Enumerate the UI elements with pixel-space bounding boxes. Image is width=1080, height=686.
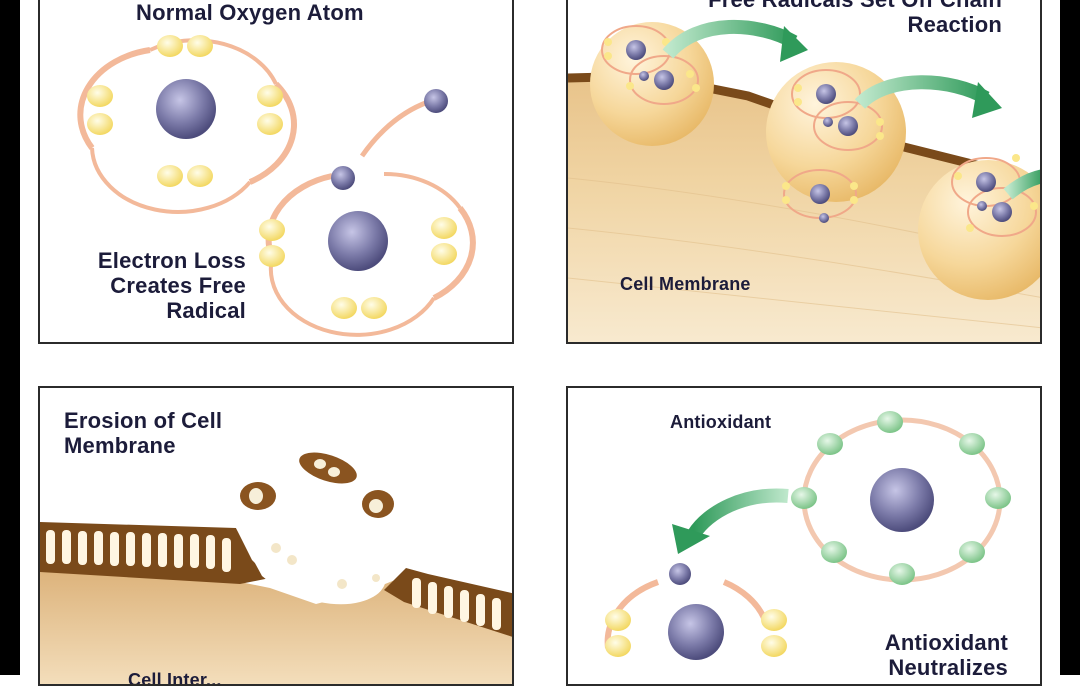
cell-sphere-icon — [590, 22, 714, 146]
left-border-gap — [20, 0, 26, 675]
green-arrow-icon — [1003, 169, 1040, 200]
free-radical-atom — [259, 166, 476, 337]
green-arrow-icon — [688, 488, 789, 539]
panel-title: Antioxidant — [670, 412, 772, 432]
nucleus-icon — [870, 468, 934, 532]
electron-icon — [87, 35, 283, 187]
nucleus-icon — [668, 604, 724, 660]
panel-caption: Electron Loss Creates Free Radical — [97, 248, 246, 323]
normal-atom — [77, 35, 297, 214]
membrane-label: Cell Membrane — [620, 274, 751, 294]
green-arrow-head — [780, 26, 808, 62]
electron-trail — [359, 99, 429, 158]
left-border — [0, 0, 20, 675]
green-arrow-head — [972, 82, 1002, 118]
electron-icon — [604, 38, 1038, 232]
free-electron-icon — [424, 89, 448, 113]
panel-antioxidant: Antioxidant Antioxidant Neutralizes — [566, 386, 1042, 686]
green-arrow-icon — [662, 19, 798, 59]
panel-normal-oxygen-atom: Normal Oxygen Atom Electron Loss Creates… — [38, 0, 514, 344]
membrane-hole — [236, 518, 386, 605]
membrane-label: Cell Inter... — [128, 670, 222, 686]
electron-icon — [791, 411, 1011, 585]
neutralized-atom — [604, 563, 787, 660]
antioxidant-illustration — [604, 411, 1011, 660]
antioxidant-atom — [791, 411, 1011, 585]
panel-erosion: Erosion of Cell Membrane Cell Inter... — [38, 386, 514, 686]
erosion-illustration — [40, 452, 512, 684]
panel-title: Erosion of Cell Membrane — [64, 408, 223, 458]
electron-icon — [605, 609, 787, 657]
panel-title: Normal Oxygen Atom — [136, 0, 364, 25]
cell-interior — [40, 568, 512, 684]
radical-atoms — [601, 25, 1037, 237]
nucleus-icon — [328, 211, 388, 271]
free-electron-icon — [669, 563, 691, 585]
right-border — [1060, 0, 1080, 675]
nucleus-icon — [626, 40, 1012, 223]
debris-icon — [271, 543, 380, 589]
panel-chain-reaction: Free Radicals Set Off Chain Reaction Cel… — [566, 0, 1042, 344]
chain-reaction-illustration — [568, 19, 1040, 342]
panel-title: Free Radicals Set Off Chain Reaction — [708, 0, 1002, 37]
green-arrow-head — [672, 524, 710, 554]
nucleus-icon — [156, 79, 216, 139]
cell-membrane — [568, 76, 1040, 342]
free-electron-icon — [331, 166, 355, 190]
lipid-heads — [46, 530, 501, 630]
debris-icon — [240, 452, 394, 518]
panel-caption: Antioxidant Neutralizes — [884, 630, 1008, 680]
green-arrow-icon — [854, 75, 990, 110]
normal-atom-illustration — [77, 35, 476, 337]
electron-icon — [259, 217, 457, 319]
